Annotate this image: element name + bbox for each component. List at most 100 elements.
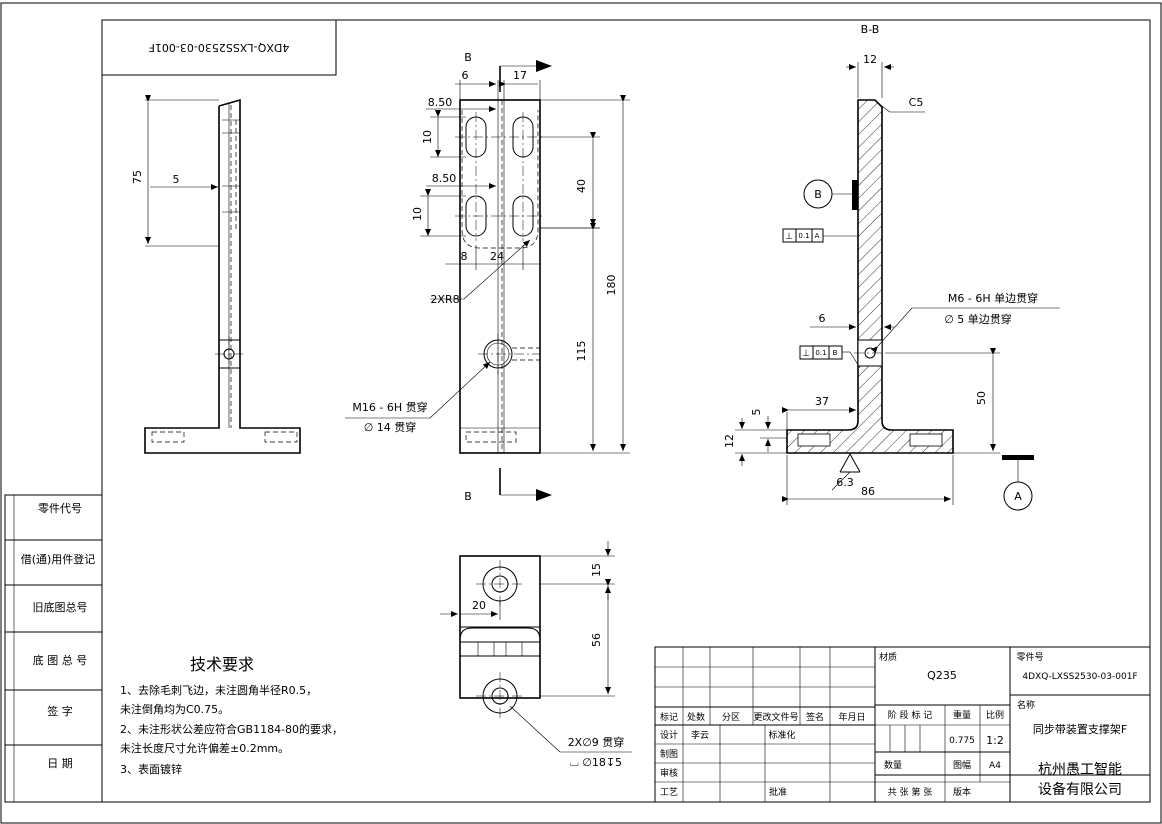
label-holes: 2X∅9 贯穿	[568, 735, 625, 749]
dim-12-section: 12	[723, 434, 736, 448]
label-c5: C5	[909, 96, 924, 109]
dim-20-bottom: 20	[472, 599, 486, 612]
tb-weight: 0.775	[949, 736, 975, 746]
tb-header-change: 更改文件号	[753, 711, 798, 723]
label-phi5: ∅ 5 单边贯穿	[944, 312, 1012, 326]
tb-review-label: 审核	[660, 767, 678, 779]
tb-approve-label: 批准	[769, 786, 787, 798]
svg-text:B: B	[833, 349, 838, 357]
dim-180-front: 180	[605, 275, 618, 296]
label-2xr8: 2XR8	[430, 293, 459, 306]
tb-part-name: 同步带装置支撑架F	[1033, 722, 1127, 736]
svg-text:A: A	[815, 232, 820, 240]
dim-86-section: 86	[861, 485, 875, 498]
dim-6-section: 6	[819, 312, 826, 325]
bottom-view: 15 56 20 2X∅9 贯穿 ⌴ ∅18↧5	[440, 541, 632, 769]
dim-50-section: 50	[975, 391, 988, 405]
tb-design-label: 设计	[660, 729, 678, 741]
side-label-part-code: 零件代号	[38, 502, 82, 515]
side-label-old-number: 旧底图总号	[33, 600, 88, 614]
tb-part-no: 4DXQ-LXSS2530-03-001F	[1022, 672, 1137, 682]
tb-process-label: 工艺	[660, 787, 678, 798]
label-phi14: ∅ 14 贯穿	[364, 420, 417, 434]
datum-b-letter: B	[814, 188, 822, 201]
note-line-5: 3、表面镀锌	[120, 762, 182, 776]
section-view: B-B B ⊥ 0.1 A ⊥ 0.1 B	[723, 23, 1060, 511]
svg-text:0.1: 0.1	[798, 232, 809, 240]
side-label-sign: 签 字	[47, 704, 73, 718]
dim-115-front: 115	[575, 341, 588, 362]
dim-17-front: 17	[513, 69, 527, 82]
tb-header-sign: 签名	[806, 711, 824, 723]
side-label-borrow: 借(通)用件登记	[21, 552, 96, 566]
section-title: B-B	[861, 23, 880, 36]
tb-sheet-label: 图幅	[953, 759, 971, 771]
tb-stage-label: 阶 段 标 记	[888, 709, 933, 721]
svg-text:⊥: ⊥	[785, 232, 793, 242]
tb-header-zone: 分区	[722, 712, 740, 723]
tb-company-1: 杭州愚工智能	[1038, 762, 1122, 778]
dim-850-lower: 8.50	[432, 172, 457, 185]
tb-draw-label: 制图	[660, 748, 678, 760]
label-cbore: ⌴ ∅18↧5	[570, 756, 622, 769]
tb-company-2: 设备有限公司	[1038, 781, 1122, 798]
tb-name-label: 名称	[1017, 699, 1035, 711]
note-line-1: 1、去除毛刺飞边，未注圆角半径R0.5，	[120, 683, 317, 697]
technical-notes: 技术要求 1、去除毛刺飞边，未注圆角半径R0.5， 未注倒角均为C0.75。 2…	[120, 655, 343, 776]
dim-37-section: 37	[815, 395, 829, 408]
front-view: B B 6 17 8.50 10 8.50 10 8 24	[345, 51, 630, 503]
notes-title: 技术要求	[190, 655, 254, 674]
dim-10-upper: 10	[421, 130, 434, 144]
tb-part-no-label: 零件号	[1016, 651, 1043, 663]
rotated-code: 4DXQ-LXSS2530-03-001F	[149, 41, 290, 54]
tb-designer: 李云	[691, 729, 709, 741]
note-line-3: 2、未注形状公差应符合GB1184-80的要求，	[120, 722, 343, 736]
dim-12-top: 12	[863, 53, 877, 66]
tb-sheet: A4	[989, 761, 1001, 771]
label-roughness: 6.3	[836, 476, 854, 489]
dim-56-bottom: 56	[590, 633, 603, 647]
tb-sheets-label: 共 张 第 张	[888, 786, 933, 798]
tb-weight-label: 重量	[953, 709, 971, 721]
svg-text:0.1: 0.1	[815, 349, 826, 357]
tb-qty-label: 数量	[884, 759, 902, 771]
title-block: 标记 处数 分区 更改文件号 签名 年月日 设计 李云 标准化 制图 审核 工艺…	[654, 646, 1151, 803]
tb-header-date: 年月日	[838, 711, 865, 723]
code-box	[101, 19, 337, 76]
dim-10-lower: 10	[411, 207, 424, 221]
svg-text:⊥: ⊥	[802, 349, 810, 359]
drawing-frame	[101, 19, 1151, 803]
left-view: 75 5	[131, 95, 301, 454]
tb-material: Q235	[927, 669, 957, 682]
side-label-date: 日 期	[47, 757, 73, 770]
datum-a-letter: A	[1014, 490, 1022, 503]
tb-version-label: 版本	[953, 786, 971, 798]
dim-24-front: 24	[490, 250, 504, 263]
tb-scale-label: 比例	[986, 709, 1004, 721]
dim-15-bottom: 15	[590, 563, 603, 577]
dim-40-front: 40	[575, 179, 588, 193]
dim-850-upper: 8.50	[428, 96, 453, 109]
dim-75: 75	[131, 170, 144, 184]
note-line-4: 未注长度尺寸允许偏差±0.2mm。	[120, 741, 289, 755]
label-m6: M6 - 6H 单边贯穿	[948, 291, 1038, 305]
tb-scale: 1:2	[986, 734, 1004, 747]
dim-8-front: 8	[461, 250, 468, 263]
note-line-2: 未注倒角均为C0.75。	[120, 702, 229, 716]
dim-6-front: 6	[462, 69, 469, 82]
section-mark-top: B	[464, 51, 472, 64]
section-mark-bottom: B	[464, 490, 472, 503]
gdt-frame-a: ⊥ 0.1 A	[782, 228, 858, 243]
tb-standard-label: 标准化	[768, 729, 795, 741]
tb-header-count: 处数	[687, 711, 705, 723]
side-label-base-number: 底 图 总 号	[33, 653, 88, 667]
dim-5-left: 5	[173, 173, 180, 186]
tb-header-mark: 标记	[660, 711, 678, 723]
gdt-frame-b: ⊥ 0.1 B	[799, 345, 861, 369]
dim-5-section: 5	[750, 409, 763, 416]
side-registration-strip: 零件代号 借(通)用件登记 旧底图总号 底 图 总 号 签 字 日 期	[4, 494, 103, 803]
tb-material-label: 材质	[879, 651, 897, 663]
label-m16: M16 - 6H 贯穿	[352, 400, 427, 414]
